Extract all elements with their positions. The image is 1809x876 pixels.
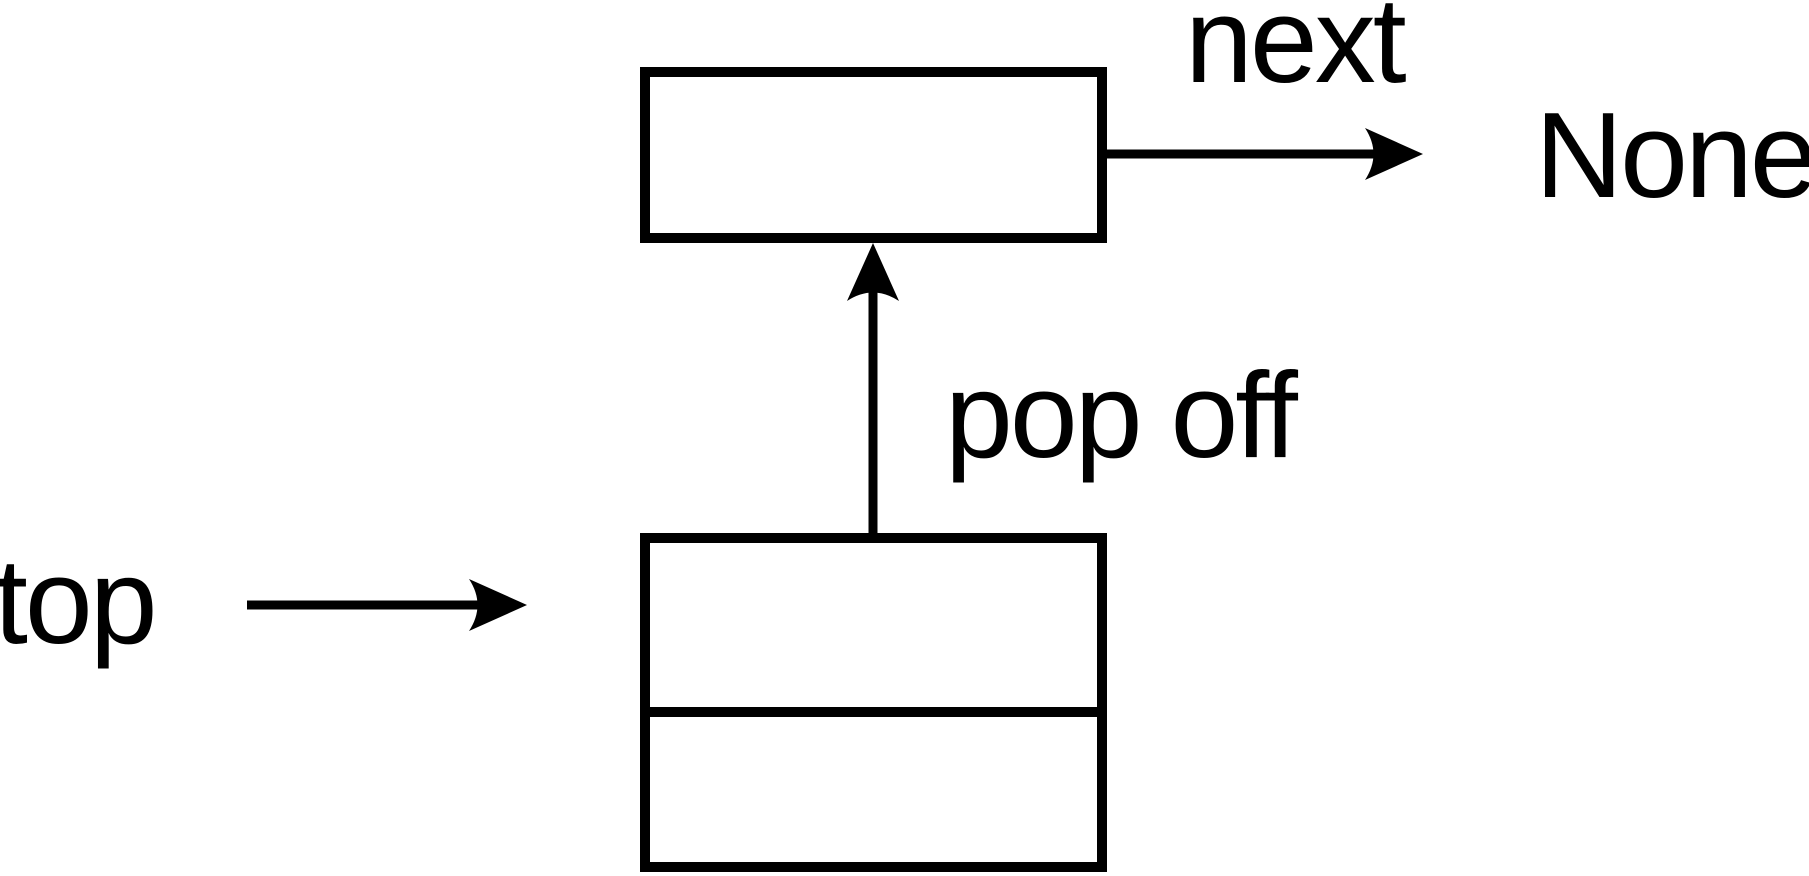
pop-off-label: pop off: [945, 347, 1298, 483]
top-label: top: [0, 533, 158, 669]
next-label: next: [1185, 0, 1407, 108]
none-label: None: [1535, 87, 1809, 223]
pop-off-arrow: [847, 243, 899, 533]
stack-cell-divider: [650, 707, 1097, 717]
popped-node-box: [640, 67, 1107, 243]
next-arrow: [1107, 128, 1423, 180]
stack-box: [640, 533, 1107, 872]
top-arrow: [247, 579, 527, 631]
